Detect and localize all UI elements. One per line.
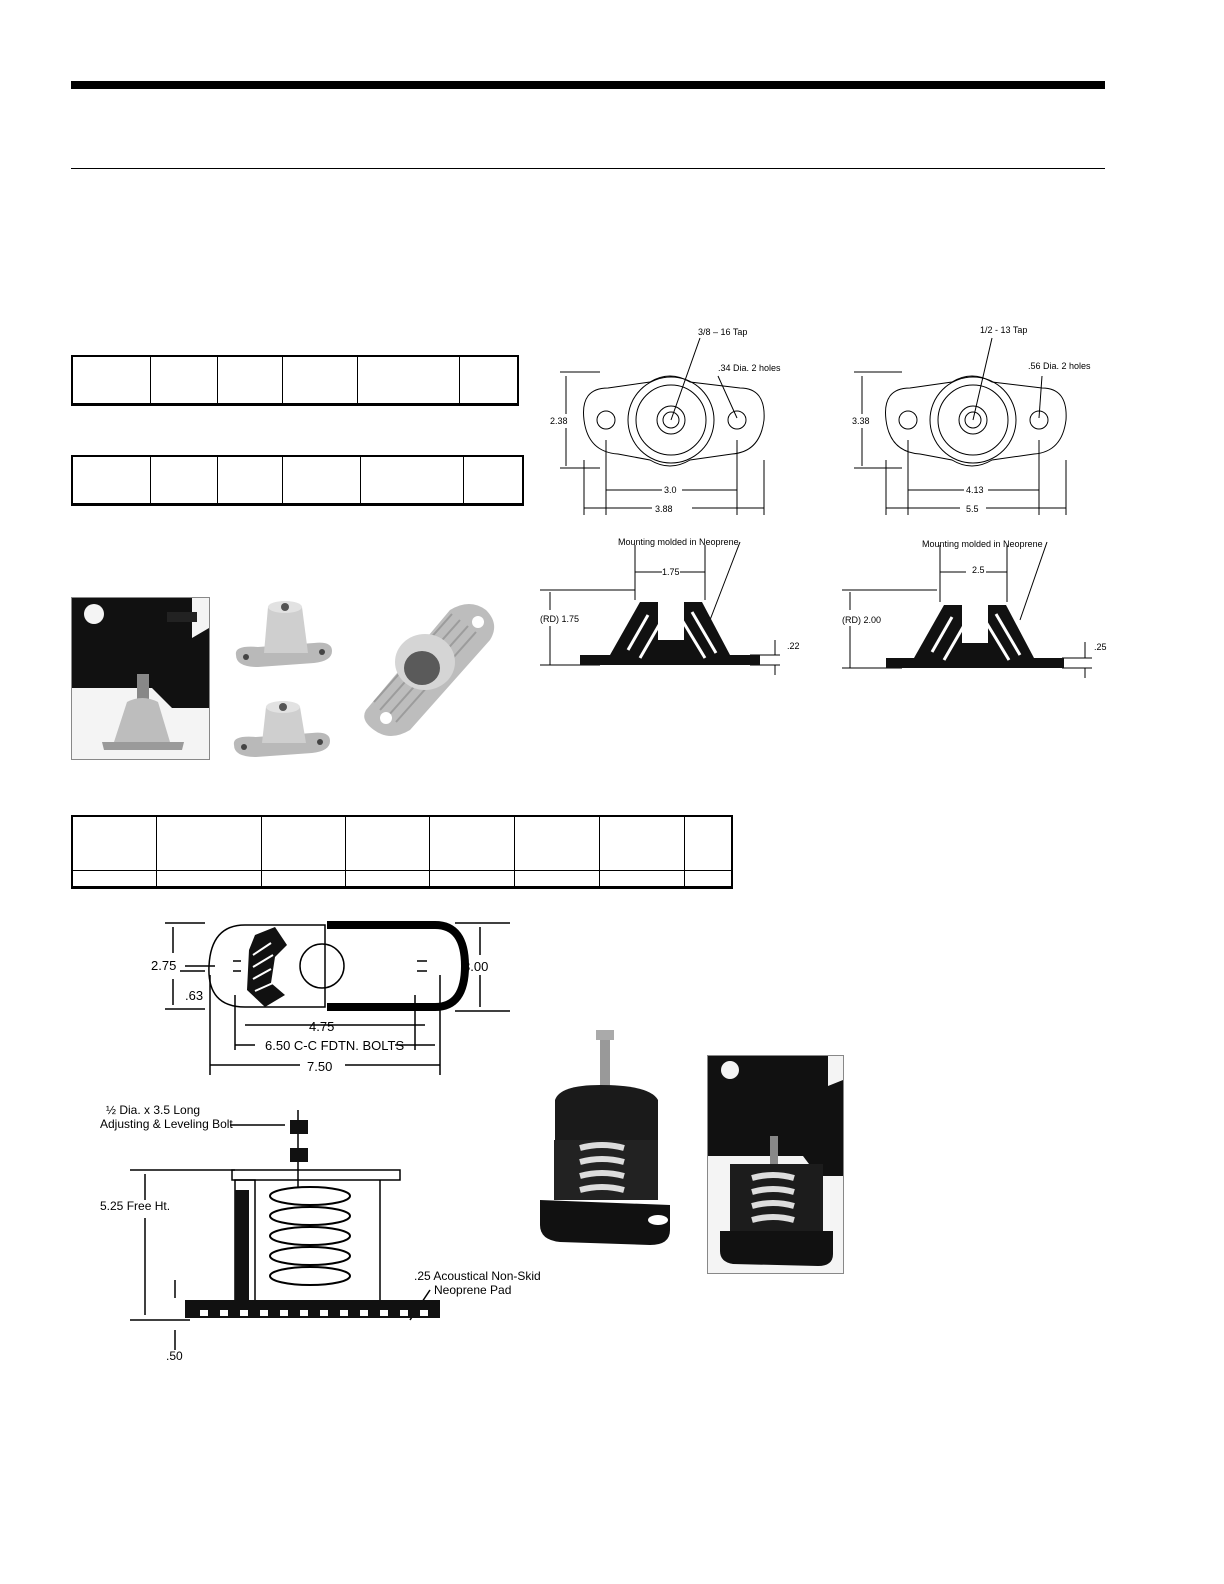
small-mount-drawing: 3/8 – 16 Tap .34 Dia. 2 holes 2.38 3.0 3… (540, 327, 800, 675)
bolt-label-line-2: Adjusting & Leveling Bolt (100, 1117, 233, 1131)
small-mounts-photo (233, 601, 332, 757)
small-height-label: 2.38 (550, 416, 568, 426)
plan-overall-label: 7.50 (307, 1059, 332, 1074)
spring-plan-drawing: 2.75 .63 3.00 4.75 6.50 C-C FDTN. BOLTS … (151, 921, 510, 1075)
spring-bracket-photo (707, 1055, 844, 1274)
small-base-label: .22 (787, 641, 800, 651)
spec-table-1 (71, 355, 519, 406)
plan-height-label: 3.00 (463, 959, 488, 974)
small-section-label: Mounting molded in Neoprene (618, 537, 739, 547)
large-tap-label: 1/2 - 13 Tap (980, 325, 1027, 335)
free-height-label: 5.25 Free Ht. (100, 1199, 170, 1213)
small-spacing-label: 3.0 (664, 485, 677, 495)
base-height-label: .50 (166, 1349, 183, 1363)
header-thick-rule (71, 81, 1105, 89)
plan-bolts-label: 6.50 C-C FDTN. BOLTS (265, 1038, 405, 1053)
large-mount-drawing: 1/2 - 13 Tap .56 Dia. 2 holes 3.38 4.13 … (842, 325, 1107, 678)
large-mount-photo (364, 604, 495, 736)
large-spacing-label: 4.13 (966, 485, 984, 495)
spring-section-drawing: ½ Dia. x 3.5 Long Adjusting & Leveling B… (100, 1103, 540, 1363)
pad-label-line-2: Neoprene Pad (434, 1283, 511, 1297)
mount-bracket-photo (71, 597, 210, 760)
pad-label-line-1: .25 Acoustical Non-Skid (414, 1269, 540, 1283)
large-base-label: .25 (1094, 642, 1107, 652)
small-top-width-label: 1.75 (662, 567, 680, 577)
small-tap-label: 3/8 – 16 Tap (698, 327, 747, 337)
header-thin-rule (71, 168, 1105, 169)
bolt-label-line-1: ½ Dia. x 3.5 Long (106, 1103, 200, 1117)
plan-slot-label: .63 (185, 988, 203, 1003)
small-section-height-label: (RD) 1.75 (540, 614, 579, 624)
large-top-width-label: 2.5 (972, 565, 985, 575)
small-length-label: 3.88 (655, 504, 673, 514)
large-section-label: Mounting molded in Neoprene (922, 539, 1043, 549)
spec-table-3 (71, 815, 733, 889)
large-holes-label: .56 Dia. 2 holes (1028, 361, 1091, 371)
plan-width-label: 2.75 (151, 958, 176, 973)
large-section-height-label: (RD) 2.00 (842, 615, 881, 625)
spec-table-2 (71, 455, 524, 506)
spring-mount-photo (540, 1030, 670, 1245)
plan-inner-label: 4.75 (309, 1019, 334, 1034)
large-length-label: 5.5 (966, 504, 979, 514)
large-height-label: 3.38 (852, 416, 870, 426)
small-holes-label: .34 Dia. 2 holes (718, 363, 781, 373)
